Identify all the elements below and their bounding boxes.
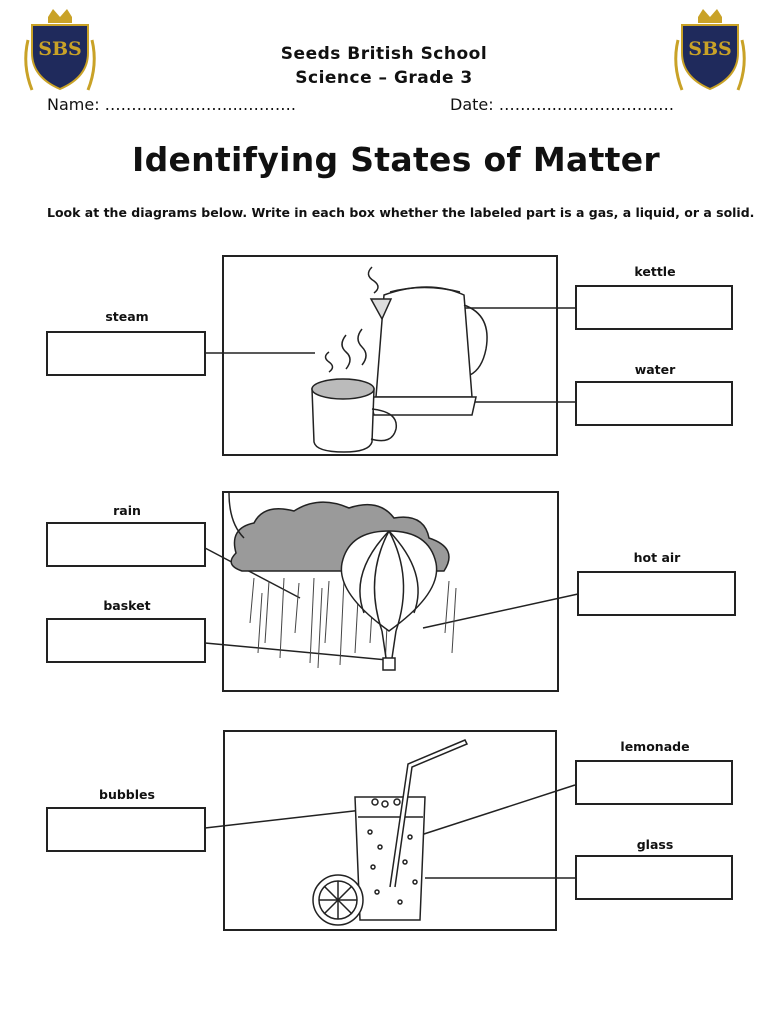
- label-glass: glass: [636, 837, 674, 852]
- logo-text: SBS: [38, 38, 82, 60]
- instructions: Look at the diagrams below. Write in eac…: [47, 205, 755, 220]
- school-name: Seeds British School: [280, 44, 488, 64]
- name-field[interactable]: Name: ……………………..……….: [47, 95, 296, 114]
- label-hot-air: hot air: [633, 550, 681, 565]
- school-logo-left: SBS: [24, 9, 96, 91]
- label-bubbles: bubbles: [99, 787, 155, 802]
- label-basket: basket: [103, 598, 151, 613]
- answer-box-basket[interactable]: [46, 618, 206, 663]
- diagram-balloon-frame: [222, 491, 559, 692]
- lemonade-glass-illustration: [312, 739, 469, 926]
- diagram-kettle-frame: [222, 255, 558, 456]
- label-steam: steam: [105, 309, 149, 324]
- answer-box-rain[interactable]: [46, 522, 206, 567]
- date-field[interactable]: Date: ………..………………….: [450, 95, 674, 114]
- answer-box-water[interactable]: [575, 381, 733, 426]
- label-kettle: kettle: [634, 264, 676, 279]
- diagram-lemonade-frame: [223, 730, 557, 931]
- answer-box-steam[interactable]: [46, 331, 206, 376]
- answer-box-glass[interactable]: [575, 855, 733, 900]
- logo-text: SBS: [688, 38, 732, 60]
- page-title: Identifying States of Matter: [132, 140, 660, 179]
- answer-box-lemonade[interactable]: [575, 760, 733, 805]
- answer-box-bubbles[interactable]: [46, 807, 206, 852]
- balloon-rain-illustration: [228, 492, 457, 671]
- kettle-cup-illustration: [311, 266, 488, 453]
- subject-grade: Science – Grade 3: [295, 68, 473, 88]
- answer-box-hot-air[interactable]: [577, 571, 736, 616]
- label-lemonade: lemonade: [620, 739, 690, 754]
- label-water: water: [634, 362, 676, 377]
- answer-box-kettle[interactable]: [575, 285, 733, 330]
- label-rain: rain: [113, 503, 141, 518]
- school-logo-right: SBS: [674, 9, 746, 91]
